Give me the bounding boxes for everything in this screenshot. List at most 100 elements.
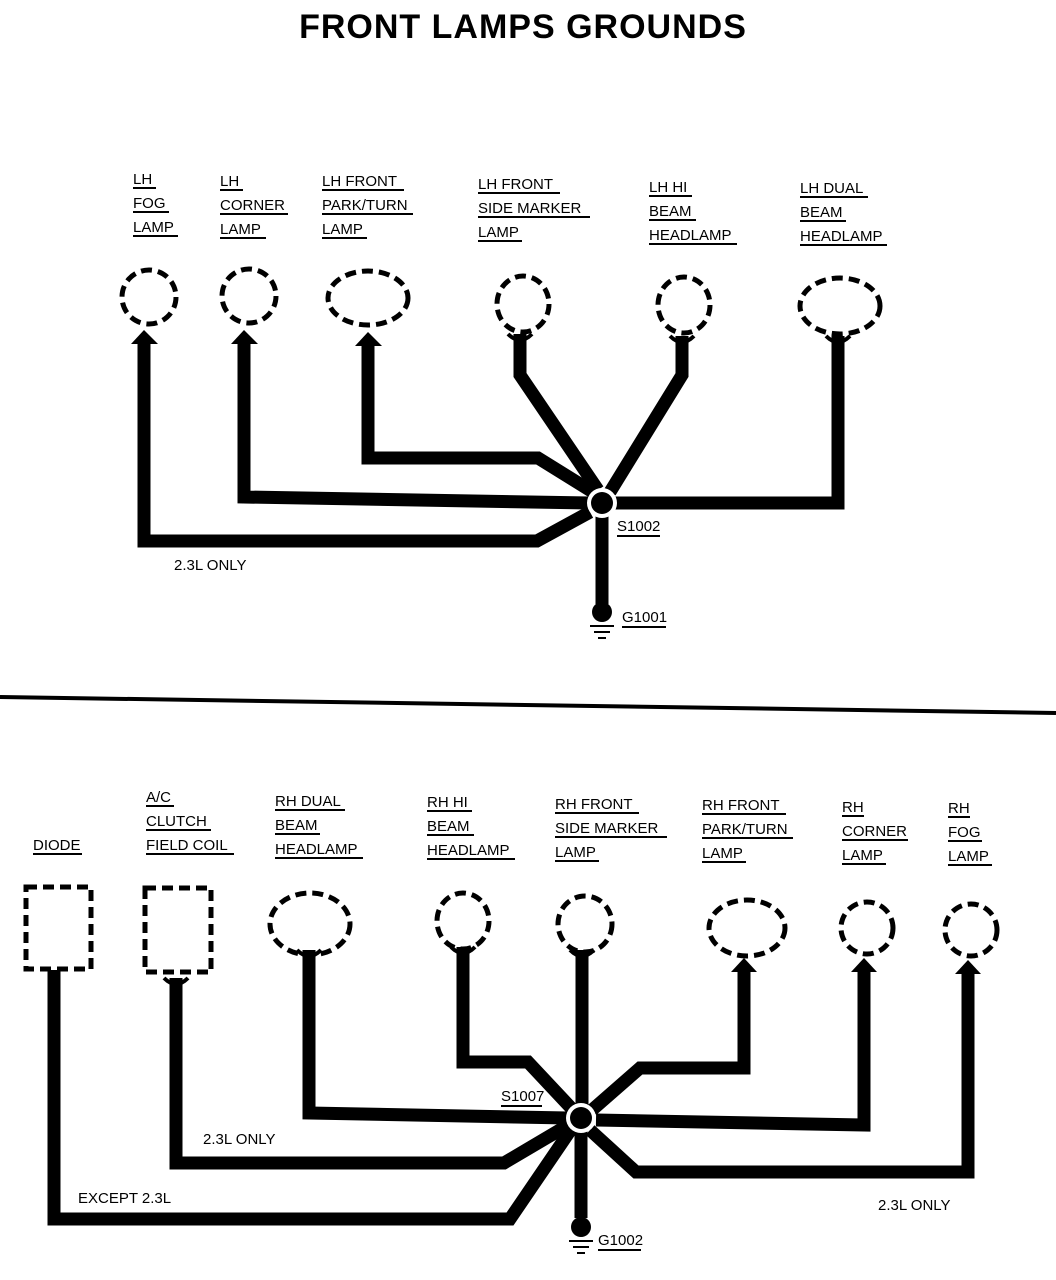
svg-text:CORNER: CORNER [220,197,285,214]
wire-lh-dual-beam-headlamp [614,336,845,510]
wire-rh-hi-beam-headlamp [456,947,578,1115]
splice-s1007 [570,1107,592,1129]
top-ground-circuit: LH FOG LAMP LH CORNER LAMP LH FRONT PARK… [119,171,887,639]
lh-dual-beam-headlamp-symbol [797,275,883,337]
diode-symbol [23,884,94,972]
lh-hi-beam-headlamp-symbol [655,274,713,336]
bottom-ground-circuit: DIODE A/C CLUTCH FIELD COIL RH DUAL BEAM… [23,789,1000,1254]
wire-rh-fog-lamp [585,968,975,1179]
svg-text:SIDE MARKER: SIDE MARKER [478,200,582,217]
svg-text:BEAM: BEAM [800,204,843,221]
bottom-note-2-3l-only-left: 2.3L ONLY [203,1131,276,1148]
svg-text:LH HI: LH HI [649,179,687,196]
svg-text:RH: RH [842,799,864,816]
cup-ac-clutch-field-coil [162,976,190,986]
svg-text:BEAM: BEAM [427,818,470,835]
ground-g1001-dot [592,602,612,622]
lh-corner-lamp-symbol [219,266,279,326]
diagram-title: FRONT LAMPS GROUNDS [299,8,747,46]
wire-lh-front-park-turn-lamp [361,340,600,500]
lh-hi-beam-headlamp-label: LH HI BEAM HEADLAMP [649,179,737,245]
cup-lh-front-side-marker-lamp [506,332,534,342]
arrow-rh-fog-lamp [955,960,981,974]
rh-front-side-marker-lamp-label: RH FRONT SIDE MARKER LAMP [555,796,667,862]
svg-text:PARK/TURN: PARK/TURN [322,197,408,214]
svg-text:HEADLAMP: HEADLAMP [427,842,510,859]
cup-lh-dual-beam-headlamp [824,334,852,344]
ac-clutch-field-coil-symbol [142,885,214,975]
lh-corner-lamp-label: LH CORNER LAMP [220,173,288,239]
cup-rh-hi-beam-headlamp [449,945,477,955]
splice-s1007-label: S1007 [501,1088,544,1105]
svg-text:RH FRONT: RH FRONT [555,796,633,813]
svg-text:PARK/TURN: PARK/TURN [702,821,788,838]
svg-text:BEAM: BEAM [649,203,692,220]
svg-text:DIODE: DIODE [33,837,81,854]
cup-rh-front-side-marker-lamp [568,948,596,958]
rh-dual-beam-headlamp-label: RH DUAL BEAM HEADLAMP [275,793,363,859]
lh-front-side-marker-lamp-label: LH FRONT SIDE MARKER LAMP [478,176,590,242]
cup-rh-dual-beam-headlamp [295,948,323,958]
splice-s1002-label: S1002 [617,518,660,535]
wire-lh-fog-lamp [137,338,594,548]
splice-s1002 [591,492,613,514]
ground-g1002-dot [571,1217,591,1237]
lh-fog-lamp-label: LH FOG LAMP [133,171,178,237]
svg-text:LAMP: LAMP [220,221,261,238]
arrow-lh-fog-lamp [131,330,158,344]
wire-diode [47,970,578,1226]
svg-text:LAMP: LAMP [133,219,174,236]
wire-lh-hi-beam-headlamp [604,336,689,496]
rh-front-park-turn-lamp-label: RH FRONT PARK/TURN LAMP [702,797,793,863]
svg-text:FOG: FOG [948,824,981,841]
rh-fog-lamp-label: RH FOG LAMP [948,800,992,866]
lh-front-side-marker-lamp-symbol [494,273,552,335]
svg-text:LAMP: LAMP [555,844,596,861]
svg-text:LH: LH [133,171,152,188]
section-divider [0,695,1056,715]
svg-text:BEAM: BEAM [275,817,318,834]
lh-front-park-turn-lamp-symbol [325,268,411,328]
svg-text:LAMP: LAMP [948,848,989,865]
rh-front-side-marker-lamp-symbol [555,893,615,955]
svg-text:LH DUAL: LH DUAL [800,180,863,197]
rh-corner-lamp-label: RH CORNER LAMP [842,799,908,865]
svg-text:HEADLAMP: HEADLAMP [649,227,732,244]
wire-rh-dual-beam-headlamp [302,950,569,1125]
ground-g1002-label: G1002 [598,1232,643,1249]
rh-hi-beam-headlamp-label: RH HI BEAM HEADLAMP [427,794,515,860]
svg-text:LAMP: LAMP [702,845,743,862]
wire-ac-clutch-field-coil [169,978,574,1170]
lh-front-park-turn-lamp-label: LH FRONT PARK/TURN LAMP [322,173,413,239]
svg-text:LAMP: LAMP [478,224,519,241]
diode-label: DIODE [33,837,82,855]
svg-text:SIDE MARKER: SIDE MARKER [555,820,659,837]
arrow-rh-corner-lamp [851,958,877,972]
rh-fog-lamp-symbol [942,901,1000,959]
bottom-note-2-3l-only-right: 2.3L ONLY [878,1197,951,1214]
ac-clutch-field-coil-label: A/C CLUTCH FIELD COIL [146,789,234,855]
wire-rh-corner-lamp [595,966,871,1132]
svg-text:LH FRONT: LH FRONT [478,176,553,193]
svg-text:CORNER: CORNER [842,823,907,840]
svg-text:LH FRONT: LH FRONT [322,173,397,190]
svg-text:LAMP: LAMP [322,221,363,238]
svg-text:FOG: FOG [133,195,166,212]
ground-g1001-label: G1001 [622,609,667,626]
svg-text:LAMP: LAMP [842,847,883,864]
svg-text:HEADLAMP: HEADLAMP [275,841,358,858]
top-note-2-3l-only: 2.3L ONLY [174,557,247,574]
bottom-note-except-2-3l: EXCEPT 2.3L [78,1190,171,1207]
svg-text:RH FRONT: RH FRONT [702,797,780,814]
lh-fog-lamp-symbol [119,267,179,327]
wire-lh-front-side-marker-lamp [513,334,604,494]
rh-front-park-turn-lamp-symbol [706,897,788,959]
wire-rh-front-park-turn-lamp [587,966,751,1115]
arrow-lh-corner-lamp [231,330,258,344]
lh-dual-beam-headlamp-label: LH DUAL BEAM HEADLAMP [800,180,887,246]
svg-text:RH HI: RH HI [427,794,468,811]
svg-text:A/C: A/C [146,789,171,806]
rh-corner-lamp-symbol [838,899,896,957]
svg-text:LH: LH [220,173,239,190]
